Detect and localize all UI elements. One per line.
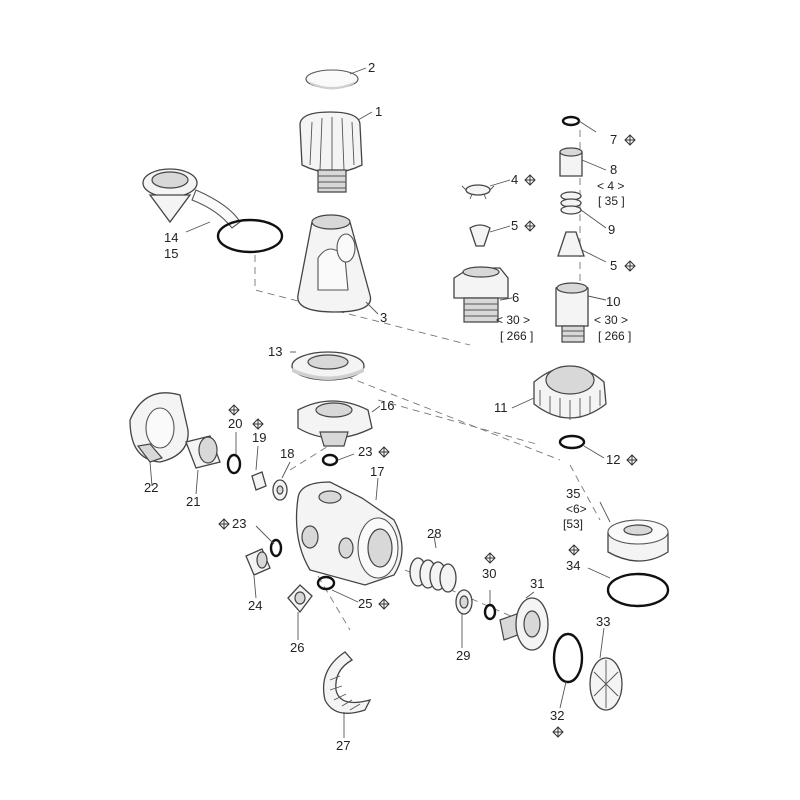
service-kit-markers	[218, 134, 638, 738]
label-1: 1	[375, 104, 382, 119]
label-28: 28	[427, 526, 441, 541]
label-35: 35	[566, 486, 580, 501]
part-26-plug	[287, 584, 313, 614]
part-35-cap	[607, 519, 669, 562]
qty-10-square: [ 266 ]	[598, 329, 631, 343]
kit-marker-19	[252, 418, 264, 430]
label-4: 4	[511, 172, 518, 187]
qty-10-angle: < 30 >	[594, 313, 628, 327]
part-12-oring	[558, 434, 586, 450]
label-33: 33	[596, 614, 610, 629]
part-18-washer	[272, 479, 288, 501]
label-2: 2	[368, 60, 375, 75]
part-33-end-cap	[589, 657, 623, 711]
part-25-oring	[316, 575, 336, 591]
qty-35-square: [53]	[563, 517, 583, 531]
part-29-washer	[455, 589, 473, 615]
label-34: 34	[566, 558, 580, 573]
qty-8-square: [ 35 ]	[598, 194, 625, 208]
label-15: 15	[164, 246, 178, 261]
label-26: 26	[290, 640, 304, 655]
part-6-adapter	[453, 266, 509, 323]
part-23-upper-oring	[321, 453, 339, 467]
part-23-lower-oring	[269, 538, 283, 558]
label-27: 27	[336, 738, 350, 753]
label-3: 3	[380, 310, 387, 325]
label-9: 9	[608, 222, 615, 237]
qty-6-square: [ 266 ]	[500, 329, 533, 343]
part-1-knob	[299, 111, 363, 193]
part-15-oring	[216, 218, 284, 254]
part-3-yoke	[297, 214, 372, 313]
label-24: 24	[248, 598, 262, 613]
kit-marker-20	[228, 404, 240, 416]
part-2-cap-disc	[305, 69, 359, 90]
part-5-cone-a	[469, 224, 491, 247]
label-7: 7	[610, 132, 617, 147]
part-21-fitting	[185, 435, 221, 469]
part-10-valve-body	[555, 282, 589, 343]
label-18: 18	[280, 446, 294, 461]
kit-marker-34	[568, 544, 580, 556]
label-14: 14	[164, 230, 178, 245]
kit-marker-32	[552, 726, 564, 738]
part-34-oring	[606, 572, 670, 608]
qty-8-angle: < 4 >	[597, 179, 624, 193]
part-14-dust-cap	[142, 168, 241, 229]
qty-35-angle: <6>	[566, 502, 587, 516]
kit-marker-7	[624, 134, 636, 146]
label-11: 11	[494, 400, 508, 415]
label-23a: 23	[358, 444, 372, 459]
kit-marker-30	[484, 552, 496, 564]
part-22-retainer	[129, 392, 189, 463]
label-29: 29	[456, 648, 470, 663]
label-31: 31	[530, 576, 544, 591]
label-23b: 23	[232, 516, 246, 531]
label-12: 12	[606, 452, 620, 467]
label-16: 16	[380, 398, 394, 413]
label-19: 19	[252, 430, 266, 445]
kit-marker-5b	[624, 260, 636, 272]
label-30: 30	[482, 566, 496, 581]
part-19-insert	[251, 471, 267, 491]
label-5a: 5	[511, 218, 518, 233]
label-32: 32	[550, 708, 564, 723]
label-10: 10	[606, 294, 620, 309]
part-11-handwheel	[533, 365, 607, 420]
part-7-oring	[561, 115, 581, 127]
part-31-piston	[499, 597, 549, 651]
label-5b: 5	[610, 258, 617, 273]
part-27-screen	[322, 651, 372, 714]
part-4-clip	[461, 184, 495, 200]
label-20: 20	[228, 416, 242, 431]
label-8: 8	[610, 162, 617, 177]
label-22: 22	[144, 480, 158, 495]
part-13-washer	[291, 351, 365, 381]
kit-marker-25	[378, 598, 390, 610]
part-17-body	[295, 481, 403, 586]
kit-marker-4	[524, 174, 536, 186]
label-21: 21	[186, 494, 200, 509]
part-20-oring	[226, 453, 242, 475]
part-9-spring	[560, 191, 582, 215]
part-28-spring	[409, 557, 457, 593]
part-16-housing	[297, 400, 373, 447]
part-8-seat	[559, 147, 583, 177]
label-25: 25	[358, 596, 372, 611]
kit-marker-5a	[524, 220, 536, 232]
part-32-oring	[552, 632, 584, 684]
label-17: 17	[370, 464, 384, 479]
part-5-cone-b	[557, 231, 585, 257]
qty-6-angle: < 30 >	[496, 313, 530, 327]
kit-marker-23b	[218, 518, 230, 530]
label-13: 13	[268, 344, 282, 359]
label-6: 6	[512, 290, 519, 305]
part-30-oring	[483, 603, 497, 621]
kit-marker-23a	[378, 446, 390, 458]
part-24-plug	[245, 548, 271, 576]
kit-marker-12	[626, 454, 638, 466]
leader-lines	[149, 67, 611, 738]
part-labels: 2 1 3 4 5 6 < 30 > [ 266 ] 7 8 < 4 > [ 3…	[144, 60, 631, 753]
